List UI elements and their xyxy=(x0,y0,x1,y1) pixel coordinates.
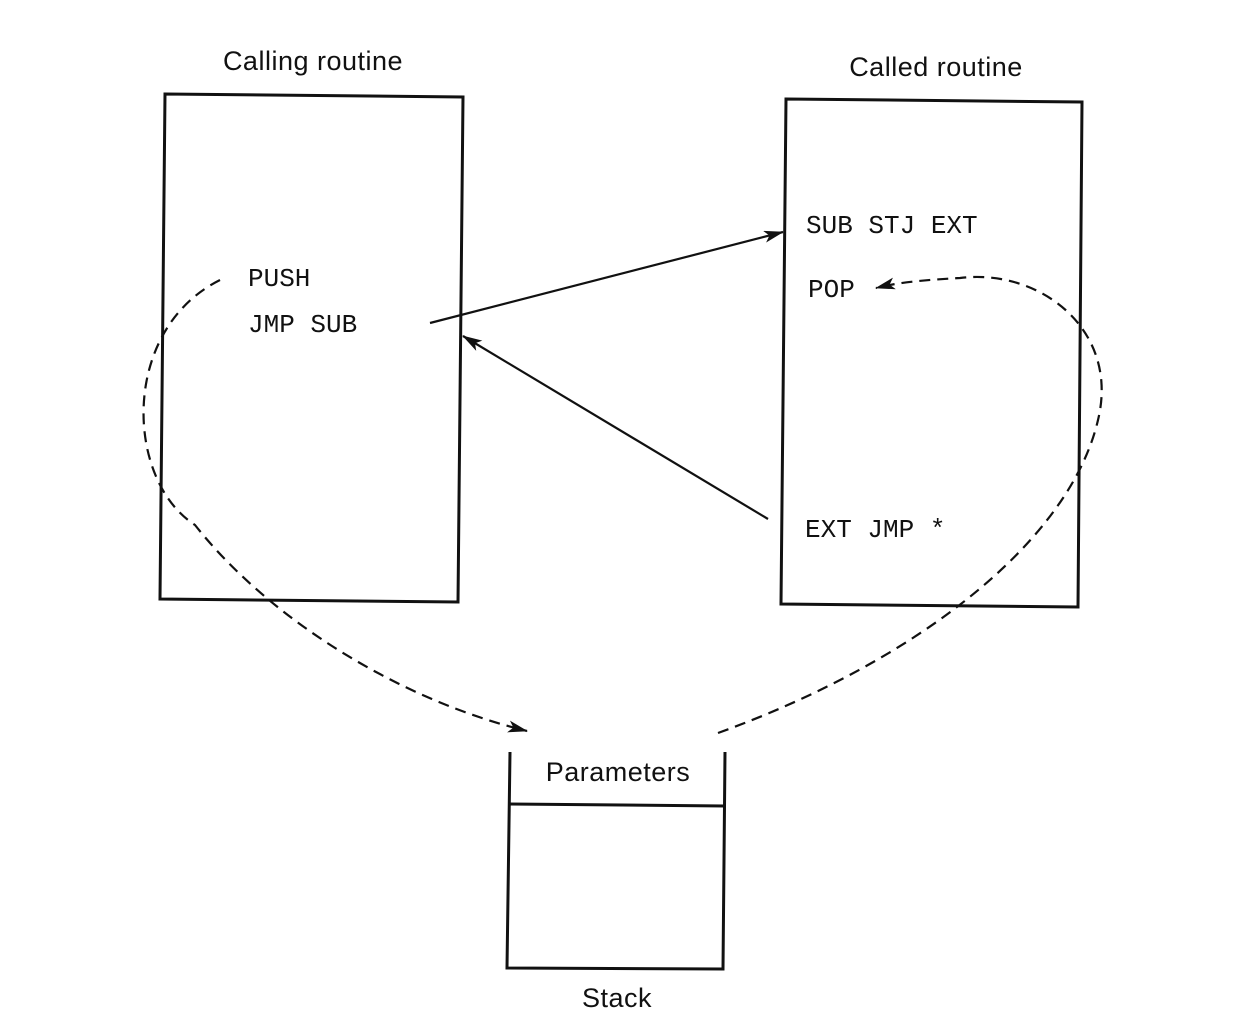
call-jump-arrow xyxy=(429,230,784,325)
sub-stj-ext-instruction: SUB STJ EXT xyxy=(806,211,978,241)
called-routine-box xyxy=(779,97,1084,609)
stack-label: Stack xyxy=(582,983,652,1013)
stack-divider xyxy=(508,802,726,808)
stack-to-pop-arrow xyxy=(717,275,1103,735)
push-instruction: PUSH xyxy=(248,264,310,294)
jmp-sub-instruction: JMP SUB xyxy=(248,310,357,340)
pop-instruction: POP xyxy=(808,275,855,305)
return-jump-arrow xyxy=(462,335,769,520)
push-to-stack-arrow xyxy=(142,279,528,733)
calling-routine: Calling routine PUSH JMP SUB xyxy=(158,46,465,604)
calling-routine-title: Calling routine xyxy=(223,46,403,76)
called-routine-title: Called routine xyxy=(849,52,1023,82)
ext-jmp-instruction: EXT JMP * xyxy=(805,515,945,545)
calling-routine-box xyxy=(158,92,465,604)
called-routine: Called routine SUB STJ EXT POP EXT JMP * xyxy=(779,52,1084,609)
stack-parameters-label: Parameters xyxy=(546,757,691,787)
stack: Parameters Stack xyxy=(505,751,727,1013)
stack-box xyxy=(505,751,727,971)
